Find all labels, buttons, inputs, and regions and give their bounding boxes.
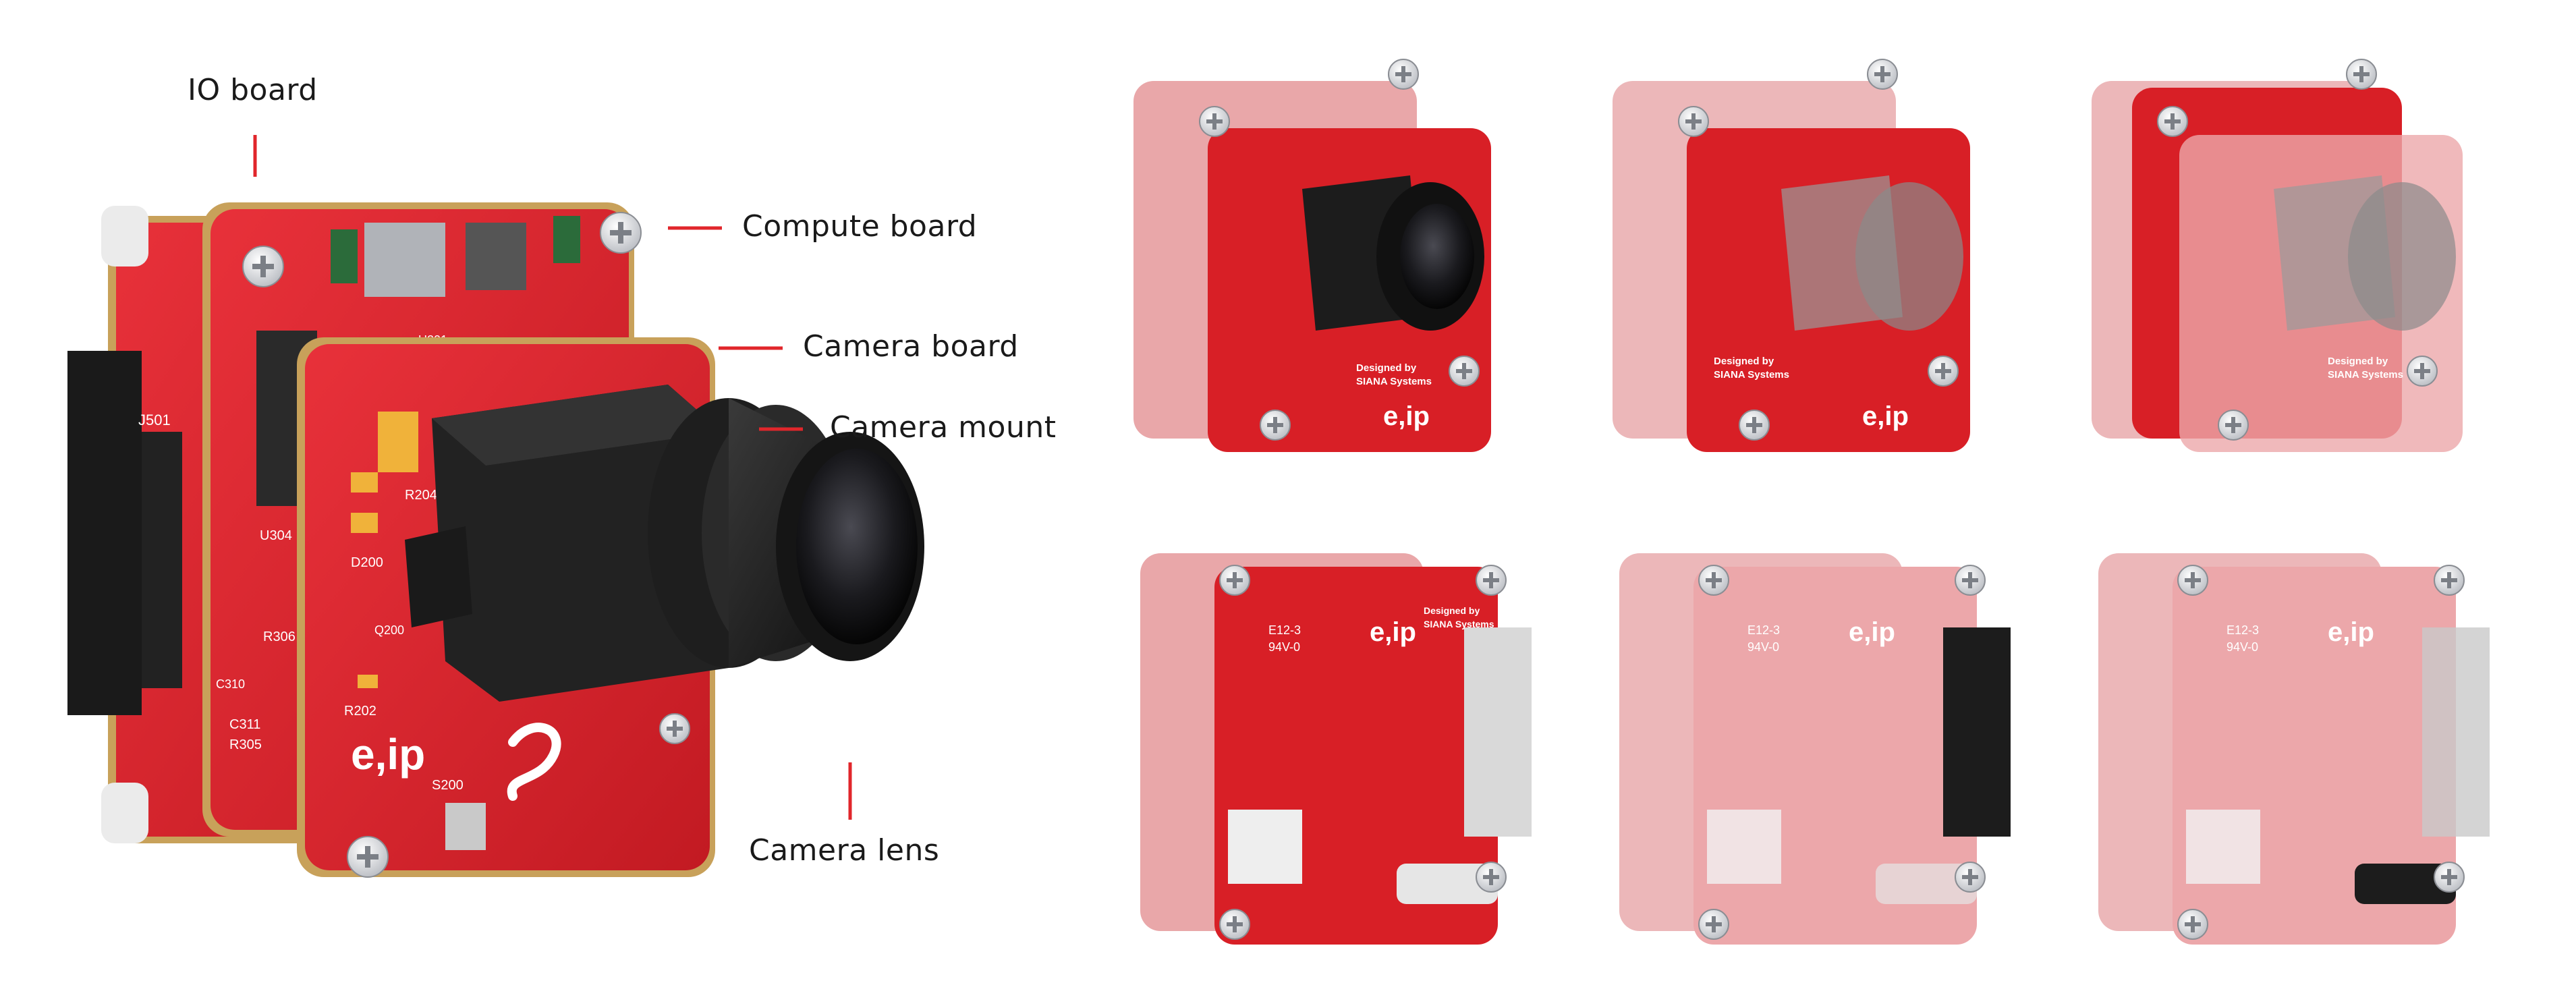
variant-bottom-2: E12-3 94V-0 e,ip	[1619, 553, 2011, 945]
variant-top-2: Designed by SIANA Systems e,ip	[1613, 59, 1970, 452]
screw-icon	[242, 246, 284, 287]
pin-header-icon	[1943, 627, 2011, 837]
svg-text:E12-3: E12-3	[2227, 623, 2259, 637]
screw-icon	[600, 212, 642, 254]
svg-text:94V-0: 94V-0	[1268, 640, 1300, 654]
camera-lens	[648, 398, 924, 668]
screw-icon	[347, 836, 389, 878]
svg-text:e,ip: e,ip	[1849, 617, 1895, 647]
camera-mount	[405, 385, 729, 702]
svg-text:e,ip: e,ip	[2328, 617, 2374, 647]
svg-text:Designed by: Designed by	[1714, 356, 1774, 367]
svg-text:E12-3: E12-3	[1747, 623, 1780, 637]
chip	[364, 223, 445, 297]
svg-text:E12-3: E12-3	[1268, 623, 1301, 637]
ref-d200: D200	[351, 555, 383, 570]
ref-r204: R204	[405, 488, 437, 503]
label-io-board: IO board	[188, 73, 318, 107]
svg-text:Designed by: Designed by	[1424, 605, 1480, 616]
svg-text:94V-0: 94V-0	[2227, 640, 2258, 654]
lens-icon	[796, 449, 918, 644]
ref-r305: R305	[229, 737, 262, 752]
ref-u304: U304	[260, 528, 292, 543]
variant-top-3: Designed by SIANA Systems	[2092, 59, 2463, 452]
main-camera-assembly: J501 U201 U304 R306 C311 R305 C310	[67, 202, 924, 878]
ref-s200: S200	[432, 778, 464, 793]
variant-top-1: Designed by SIANA Systems e,ip	[1133, 59, 1491, 452]
screw-icon	[659, 713, 690, 744]
svg-text:SIANA Systems: SIANA Systems	[1424, 619, 1494, 629]
standoffs	[101, 206, 690, 878]
label-compute-board: Compute board	[742, 209, 978, 244]
ref-q200: Q200	[374, 623, 404, 637]
ref-c311: C311	[229, 717, 260, 732]
usb-c-icon	[1397, 864, 1498, 904]
ref-r202: R202	[344, 704, 376, 719]
pin-header-icon	[1464, 627, 1532, 837]
usb-c-icon	[2355, 864, 2456, 904]
label-camera-lens: Camera lens	[749, 833, 940, 868]
callouts	[253, 135, 852, 820]
brand-logo-icon: e,ip	[351, 730, 425, 779]
svg-text:Designed by: Designed by	[2328, 356, 2388, 367]
svg-text:e,ip: e,ip	[1862, 401, 1909, 431]
ref-j501: J501	[138, 412, 171, 428]
variant-bottom-3: E12-3 94V-0 e,ip	[2098, 553, 2490, 945]
svg-text:SIANA Systems: SIANA Systems	[2328, 369, 2403, 381]
svg-text:SIANA Systems: SIANA Systems	[1356, 376, 1432, 387]
svg-text:Designed by: Designed by	[1356, 362, 1417, 374]
button	[445, 803, 486, 850]
ref-r306: R306	[263, 629, 296, 644]
side-connector	[67, 351, 142, 715]
variant-bottom-1: E12-3 94V-0 e,ip Designed by SIANA Syste…	[1140, 553, 1532, 945]
svg-text:e,ip: e,ip	[1383, 401, 1430, 431]
svg-text:e,ip: e,ip	[1370, 617, 1416, 647]
svg-text:94V-0: 94V-0	[1747, 640, 1779, 654]
pad	[378, 412, 418, 472]
label-camera-mount: Camera mount	[830, 410, 1057, 445]
label-camera-board: Camera board	[803, 329, 1019, 364]
svg-text:SIANA Systems: SIANA Systems	[1714, 369, 1789, 381]
brand-swirl-icon	[507, 723, 561, 801]
ref-c310: C310	[216, 677, 245, 691]
